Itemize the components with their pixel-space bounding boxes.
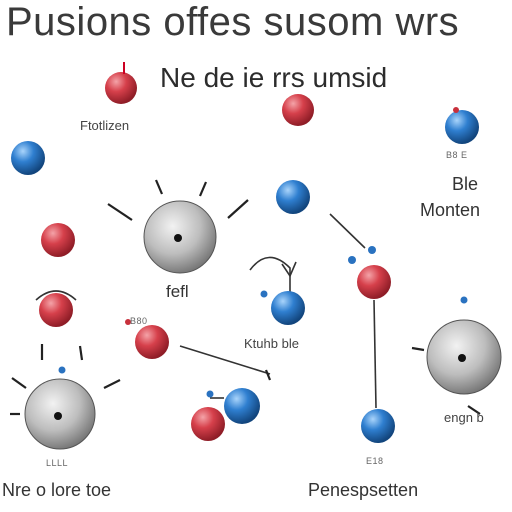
- small-dots: [58, 107, 468, 398]
- red-sphere-icon: [357, 265, 391, 299]
- red-sphere-icon: [105, 72, 137, 104]
- red-sphere-icon: [191, 407, 225, 441]
- label-center-right: Ktuhb ble: [244, 336, 299, 351]
- connector-lines: [35, 213, 377, 409]
- diagram-subtitle: Ne de ie rrs umsid: [160, 62, 388, 93]
- blue-sphere-icon: [445, 110, 479, 144]
- connector-line: [373, 299, 377, 409]
- blue-sphere-icon: [361, 409, 395, 443]
- red-particles: [39, 62, 391, 441]
- ray-marks: [10, 179, 481, 416]
- label-bottom-center: Penespsetten: [308, 480, 419, 500]
- blue-particles: [11, 110, 479, 443]
- blue-sphere-icon: [11, 141, 45, 175]
- red-sphere-icon: [41, 223, 75, 257]
- label-center-mid: fefl: [166, 282, 189, 301]
- nucleus-bottom-left: [24, 378, 96, 450]
- label-tiny-bottom-center: E18: [366, 456, 384, 466]
- nucleus-left: [143, 200, 217, 274]
- curved-arrow: [249, 256, 291, 292]
- red-sphere-icon: [135, 325, 169, 359]
- blue-sphere-icon: [276, 180, 310, 214]
- red-sphere-icon: [39, 293, 73, 327]
- nucleus-right: [426, 319, 502, 395]
- label-tiny-right: B8 E: [446, 150, 468, 160]
- connector-line: [329, 213, 366, 249]
- connector-line: [179, 345, 271, 375]
- blue-sphere-icon: [271, 291, 305, 325]
- label-right-lower: engn b: [444, 410, 484, 425]
- label-right-main: Monten: [420, 200, 481, 220]
- red-sphere-icon: [282, 94, 314, 126]
- label-tiny-bottom-left: LLLL: [46, 458, 69, 468]
- diagram-title: Pusions offes susom wrs: [6, 0, 460, 44]
- label-top-left: Ftotlizen: [80, 118, 130, 133]
- blue-sphere-icon: [224, 388, 260, 424]
- arrow-head-icon: [281, 261, 297, 278]
- label-tiny-left: B80: [130, 316, 148, 326]
- label-right-top: Ble: [452, 174, 479, 194]
- label-bottom-left: Nre o lore toe: [2, 480, 112, 500]
- arc-mark: [35, 290, 77, 301]
